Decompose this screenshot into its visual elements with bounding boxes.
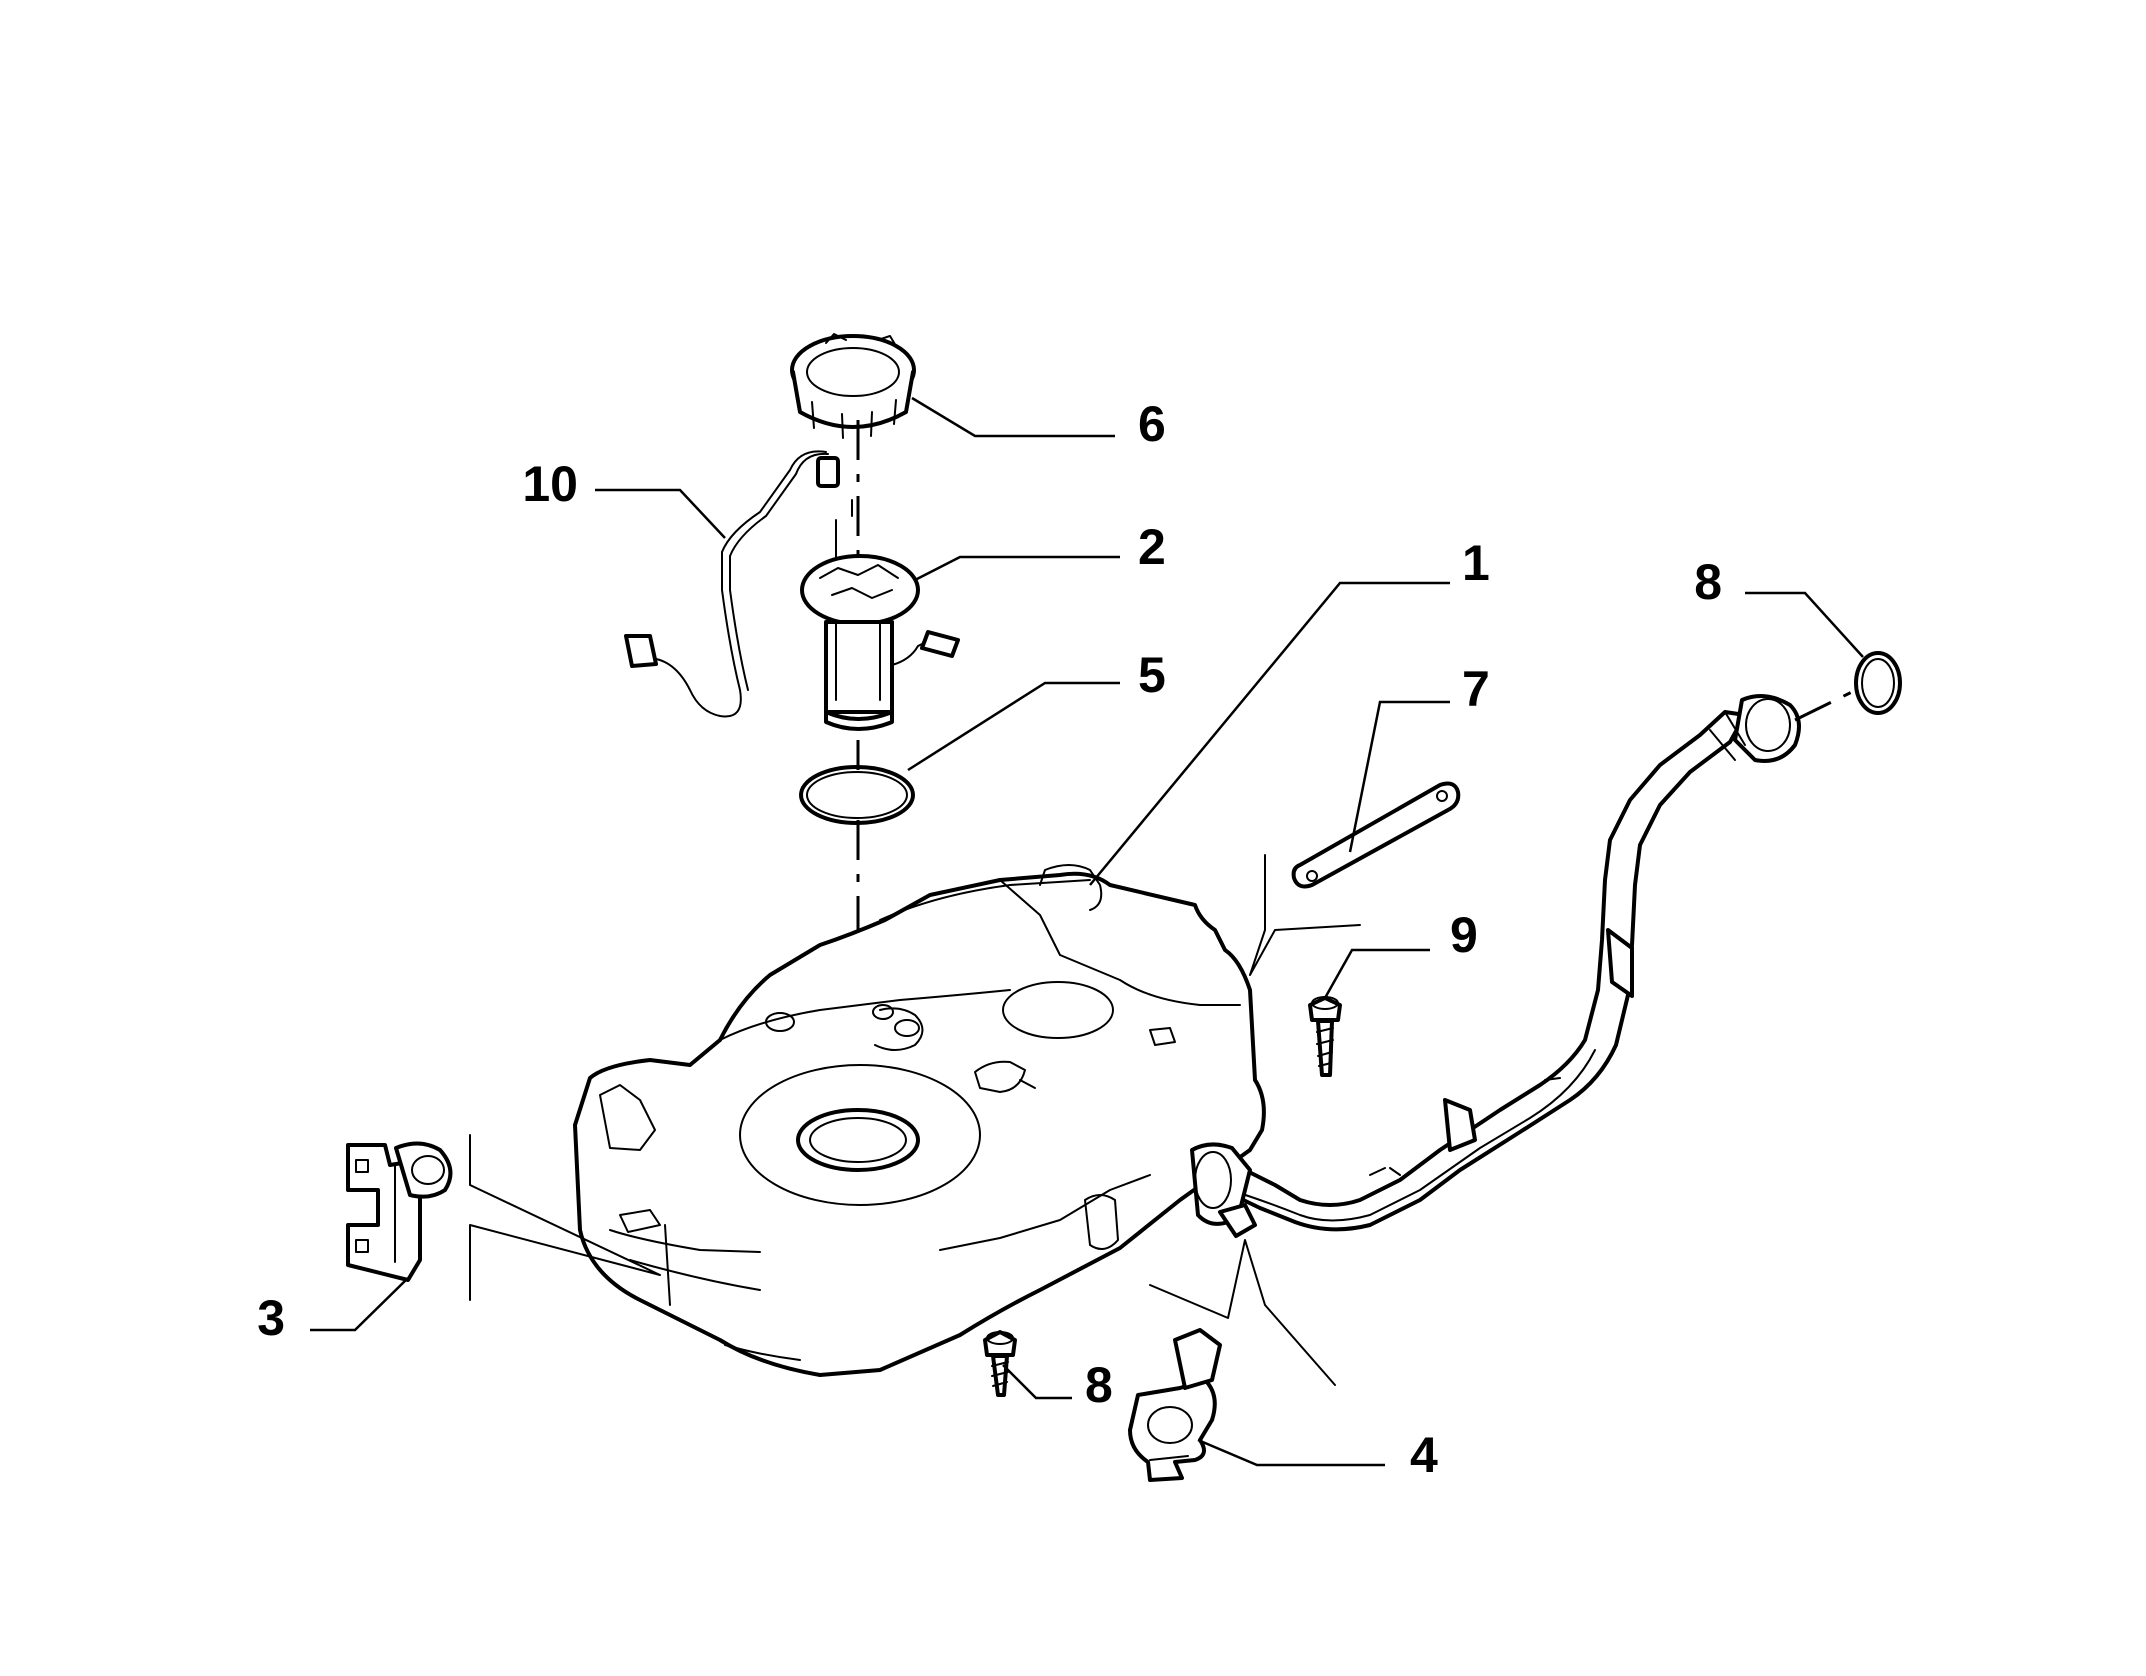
callout-2: 2 bbox=[1138, 519, 1166, 575]
part-3-tank-clip bbox=[346, 1141, 453, 1282]
callout-10: 10 bbox=[522, 456, 578, 512]
callout-1: 1 bbox=[1462, 535, 1490, 591]
callout-8-top: 8 bbox=[1694, 554, 1722, 610]
leader-line-8-top bbox=[1745, 591, 1864, 658]
callout-3: 3 bbox=[257, 1290, 285, 1346]
part-6-locking-ring bbox=[790, 333, 916, 439]
leader-line-9 bbox=[1323, 948, 1430, 999]
part-1-fuel-tank bbox=[573, 864, 1266, 1377]
reference-line bbox=[469, 1134, 661, 1301]
callout-9: 9 bbox=[1450, 907, 1478, 963]
callout-8-bottom: 8 bbox=[1085, 1357, 1113, 1413]
part-10-wiring-harness bbox=[624, 450, 840, 718]
part-2-fuel-pump-module bbox=[800, 499, 960, 731]
leader-line-5 bbox=[907, 681, 1120, 772]
part-5-seal-ring bbox=[799, 765, 915, 825]
leader-line-4 bbox=[1197, 1438, 1385, 1467]
callout-4: 4 bbox=[1410, 1427, 1438, 1483]
leader-line-2 bbox=[914, 555, 1120, 582]
assembly-axis-line bbox=[1794, 688, 1857, 722]
leader-line-1 bbox=[1089, 581, 1450, 886]
callout-5: 5 bbox=[1138, 647, 1166, 703]
leader-line-7 bbox=[1348, 700, 1450, 853]
leader-line-8-bottom bbox=[1002, 1364, 1072, 1400]
part-8-o-ring bbox=[1854, 651, 1902, 715]
part-8-screw bbox=[983, 1330, 1017, 1397]
leader-line-10 bbox=[595, 488, 726, 539]
part-7-tank-strap bbox=[1291, 781, 1461, 889]
callout-7: 7 bbox=[1462, 661, 1490, 717]
part-4-hose-clip bbox=[1128, 1328, 1222, 1482]
leader-line-3 bbox=[310, 1277, 409, 1332]
part-9-screw bbox=[1308, 996, 1342, 1077]
callout-6: 6 bbox=[1138, 396, 1166, 452]
reference-line bbox=[1149, 1239, 1336, 1386]
reference-line bbox=[1249, 854, 1361, 976]
leader-line-6 bbox=[911, 396, 1115, 438]
filler-neck-pipe bbox=[1190, 694, 1801, 1238]
